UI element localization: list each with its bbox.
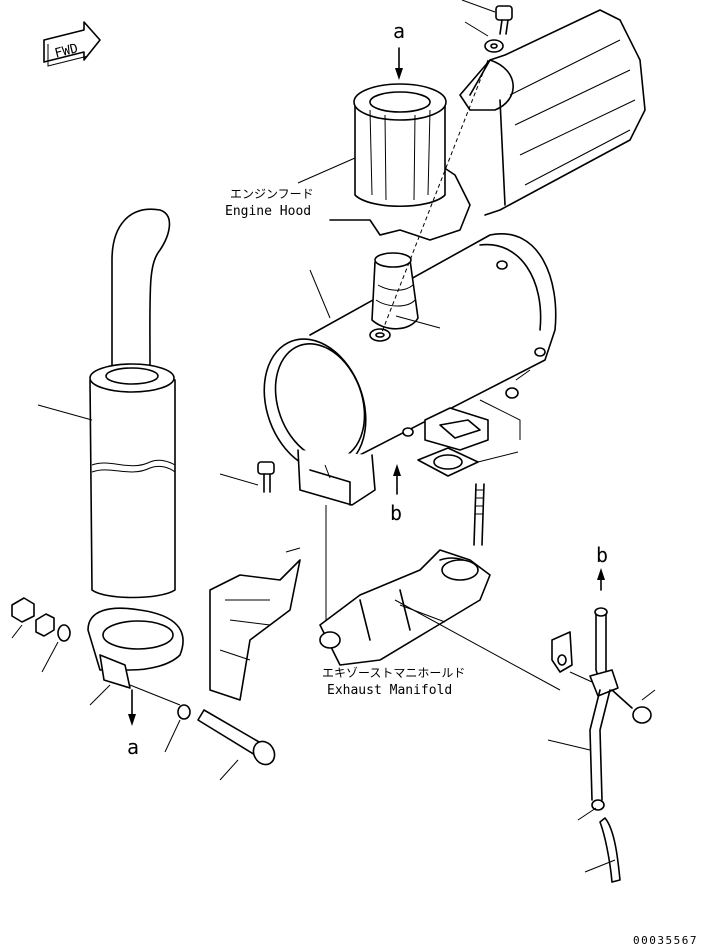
engine-hood-label-en: Engine Hood bbox=[225, 204, 311, 219]
fwd-arrow: FWD bbox=[43, 21, 101, 67]
callout-a-bottom: a bbox=[127, 689, 139, 759]
engine-block bbox=[209, 547, 301, 701]
gasket bbox=[417, 447, 519, 477]
callout-a-top: a bbox=[393, 19, 405, 80]
callout-b-mid: b bbox=[390, 464, 402, 525]
exhaust-manifold-label-en: Exhaust Manifold bbox=[327, 683, 452, 698]
engine-hood-label: エンジンフード Engine Hood bbox=[225, 157, 356, 219]
drain-tube-assembly: b bbox=[394, 543, 656, 883]
fwd-label: FWD bbox=[53, 41, 80, 61]
engine-hood bbox=[329, 9, 646, 241]
callout-b-right-label: b bbox=[596, 543, 608, 567]
exhaust-manifold-label: エキゾーストマニホールド Exhaust Manifold bbox=[322, 666, 465, 698]
callout-b-mid-label: b bbox=[390, 501, 402, 525]
bolt-top bbox=[461, 0, 513, 53]
long-bolt bbox=[164, 704, 276, 781]
stud-bolt bbox=[473, 483, 485, 546]
exhaust-extension bbox=[353, 83, 447, 207]
drawing-number: 00035567 bbox=[633, 934, 698, 947]
callout-a-top-label: a bbox=[393, 19, 405, 43]
muffler bbox=[263, 59, 557, 506]
nut-washer-set bbox=[11, 597, 71, 673]
exhaust-manifold bbox=[319, 549, 491, 666]
tail-pipe bbox=[37, 208, 176, 599]
exhaust-manifold-label-jp: エキゾーストマニホールド bbox=[322, 666, 465, 680]
callout-a-bottom-label: a bbox=[127, 735, 139, 759]
pipe-clamp bbox=[87, 607, 184, 706]
bracket-bolt bbox=[219, 461, 275, 493]
engine-hood-label-jp: エンジンフード bbox=[230, 187, 314, 201]
